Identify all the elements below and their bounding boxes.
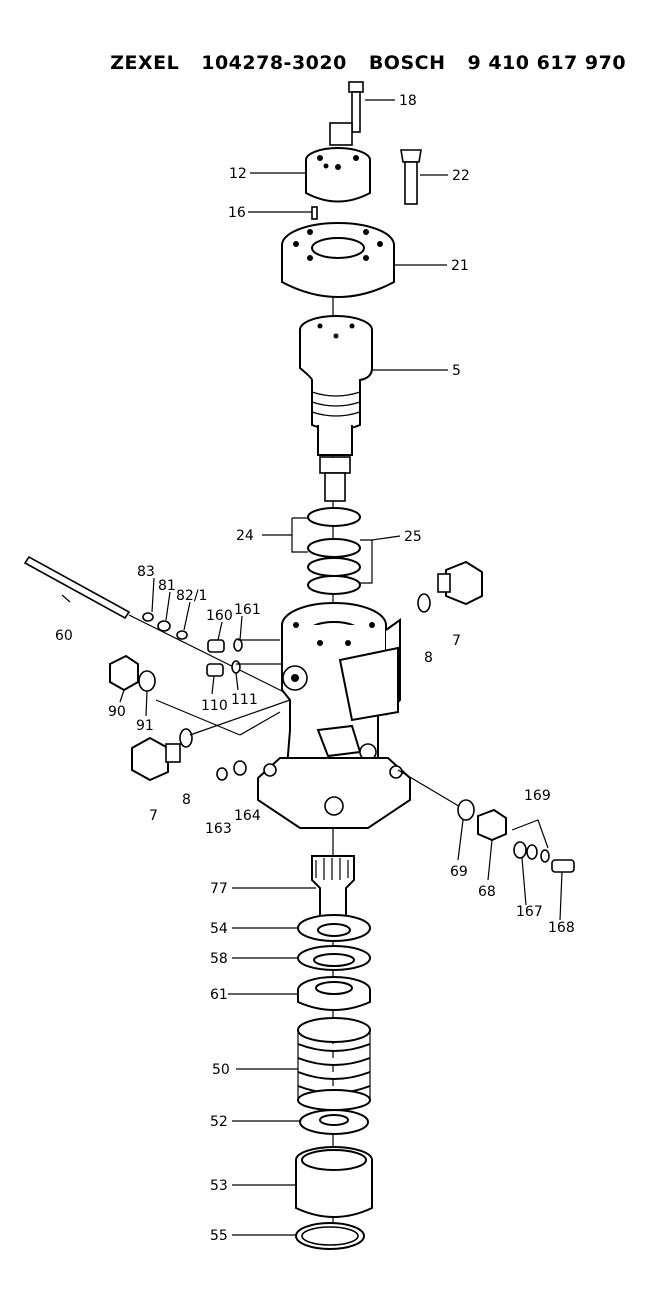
callout-69: 69 bbox=[450, 864, 468, 880]
fittings-160-161-110-111 bbox=[206, 638, 243, 677]
callout-labels: 18 12 22 16 21 5 24 25 7 8 83 81 82/1 16… bbox=[55, 93, 575, 1244]
part-61-seat bbox=[297, 976, 371, 1011]
bosch-part-number: 9 410 617 970 bbox=[467, 52, 627, 74]
part-58-shim bbox=[297, 945, 371, 971]
callout-16: 16 bbox=[228, 205, 246, 221]
callout-168: 168 bbox=[548, 920, 575, 936]
plug-7-right bbox=[417, 560, 483, 613]
callout-5: 5 bbox=[452, 363, 461, 379]
callout-25: 25 bbox=[404, 529, 422, 545]
callout-7-left: 7 bbox=[149, 808, 158, 824]
callout-167: 167 bbox=[516, 904, 543, 920]
callout-61: 61 bbox=[210, 987, 228, 1003]
parts-69-68-167-168 bbox=[397, 769, 575, 873]
part-50-spring bbox=[297, 1017, 371, 1111]
part-5-valve-body bbox=[299, 315, 373, 456]
part-18-bolt bbox=[348, 81, 364, 133]
callout-54: 54 bbox=[210, 921, 228, 937]
callout-163: 163 bbox=[205, 821, 232, 837]
part-22-bolt bbox=[400, 149, 422, 205]
exploded-parts-diagram: 18 12 22 16 21 5 24 25 7 8 83 81 82/1 16… bbox=[23, 81, 575, 1250]
callout-12: 12 bbox=[229, 166, 247, 182]
callout-110: 110 bbox=[201, 698, 228, 714]
plunger-stem bbox=[319, 456, 351, 502]
callout-55: 55 bbox=[210, 1228, 228, 1244]
part-16-pin bbox=[311, 206, 318, 220]
pump-housing bbox=[257, 602, 411, 829]
callout-90: 90 bbox=[108, 704, 126, 720]
plug-7-left bbox=[131, 699, 291, 782]
zexel-part-number: 104278-3020 bbox=[201, 52, 347, 74]
callout-83: 83 bbox=[137, 564, 155, 580]
callout-50: 50 bbox=[212, 1062, 230, 1078]
callout-21: 21 bbox=[451, 258, 469, 274]
callout-160: 160 bbox=[206, 608, 233, 624]
part-21-flange bbox=[281, 222, 395, 298]
brand-zexel: ZEXEL bbox=[110, 52, 180, 74]
callout-22: 22 bbox=[452, 168, 470, 184]
callout-82-1: 82/1 bbox=[176, 588, 207, 604]
drawing-header: ZEXEL 104278-3020 BOSCH 9 410 617 970 bbox=[96, 30, 648, 74]
callout-169: 169 bbox=[524, 788, 551, 804]
callout-58: 58 bbox=[210, 951, 228, 967]
part-77-control-sleeve bbox=[311, 855, 355, 919]
callout-18: 18 bbox=[399, 93, 417, 109]
part-55-snap-ring bbox=[295, 1222, 365, 1250]
part-54-spring-seat bbox=[297, 914, 371, 942]
plug-90-left bbox=[109, 654, 156, 692]
callout-24: 24 bbox=[236, 528, 254, 544]
callout-8-left: 8 bbox=[182, 792, 191, 808]
callout-53: 53 bbox=[210, 1178, 228, 1194]
callout-8-right: 8 bbox=[424, 650, 433, 666]
callout-161: 161 bbox=[234, 602, 261, 618]
callout-91: 91 bbox=[136, 718, 154, 734]
parts-163-164 bbox=[216, 760, 247, 781]
leader-lines bbox=[61, 99, 563, 1236]
callout-77: 77 bbox=[210, 881, 228, 897]
callout-111: 111 bbox=[231, 692, 258, 708]
callout-164: 164 bbox=[234, 808, 261, 824]
small-parts-83-81-82 bbox=[142, 612, 188, 640]
part-53-tappet bbox=[295, 1146, 373, 1218]
part-52-lower-seat bbox=[299, 1109, 369, 1135]
callout-81: 81 bbox=[158, 578, 176, 594]
callout-68: 68 bbox=[478, 884, 496, 900]
callout-60: 60 bbox=[55, 628, 73, 644]
parts-24-25-rings bbox=[307, 507, 361, 595]
callout-7-right: 7 bbox=[452, 633, 461, 649]
callout-52: 52 bbox=[210, 1114, 228, 1130]
brand-bosch: BOSCH bbox=[368, 52, 446, 74]
part-12-cap bbox=[305, 122, 371, 203]
part-60-rod bbox=[23, 555, 301, 701]
